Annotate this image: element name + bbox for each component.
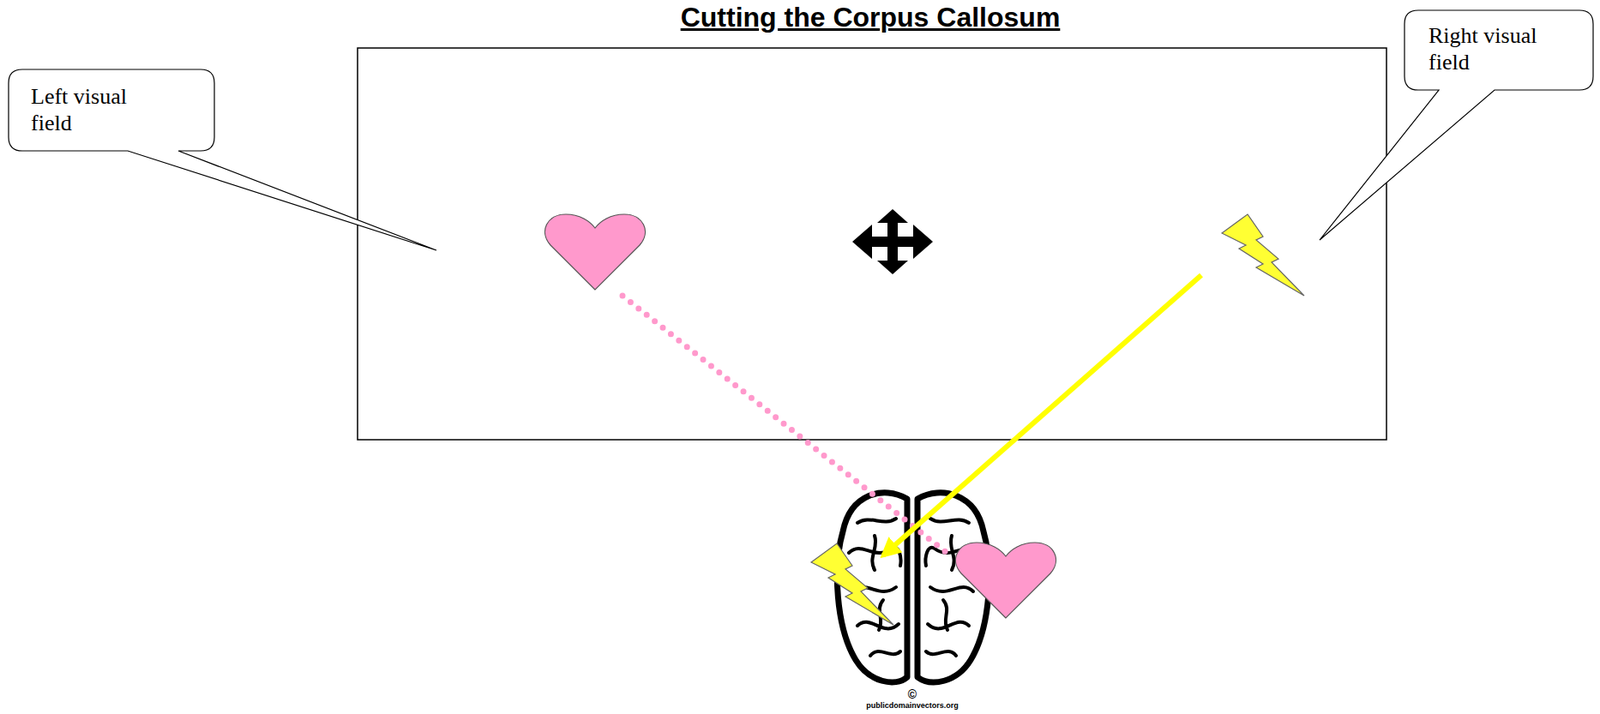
callout-box: Left visual field bbox=[8, 69, 215, 151]
callout-shape bbox=[8, 69, 437, 251]
fixation-cross bbox=[852, 209, 933, 275]
right-field-path bbox=[883, 275, 1202, 556]
source-credit: publicdomainvectors.org bbox=[866, 702, 959, 710]
left-field-path bbox=[622, 295, 951, 556]
screen-frame bbox=[357, 48, 1387, 440]
diagram-title: Cutting the Corpus Callosum bbox=[680, 1, 1061, 34]
lightning-in-left-hemisphere bbox=[811, 543, 894, 626]
callout-outline bbox=[8, 69, 215, 151]
callout-shape bbox=[1319, 10, 1594, 241]
heart-stimulus bbox=[545, 214, 646, 290]
lightning-stimulus bbox=[1221, 214, 1305, 296]
callout-box: Right visual field bbox=[1404, 10, 1594, 91]
callout-text: Right visual field bbox=[1428, 22, 1558, 76]
copyright-symbol: © bbox=[908, 688, 917, 701]
callout-text: Left visual field bbox=[30, 83, 160, 137]
heart-in-right-hemisphere bbox=[956, 542, 1057, 619]
